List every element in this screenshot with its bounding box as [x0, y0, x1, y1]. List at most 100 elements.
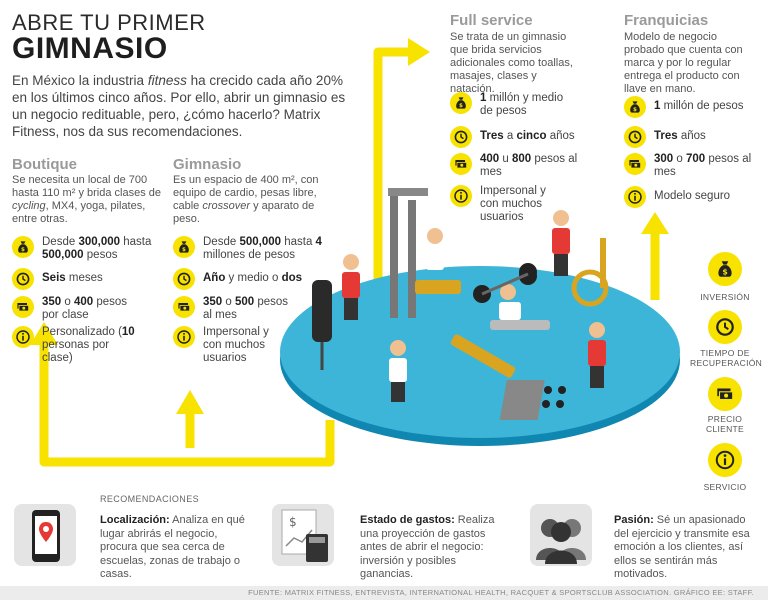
legend-recovery-label: TIEMPO DE RECUPERACIÓN: [690, 348, 763, 368]
t: millón y medio de pesos: [480, 92, 564, 117]
boutique-price-text: 350 o 400 pesos por clase: [42, 296, 142, 322]
boutique-recovery-text: Seis meses: [42, 268, 103, 285]
t: dos: [281, 272, 303, 284]
desc-part: , MX4, yoga, pilates, entre otras.: [12, 200, 146, 225]
t: pesos al mes: [480, 153, 578, 178]
boutique-title: Boutique: [12, 156, 77, 173]
source-footer: FUENTE: MATRIX FITNESS, ENTREVISTA, INTE…: [0, 586, 768, 600]
boutique-description: Se necesita un local de 700 hasta 110 m²…: [12, 174, 162, 226]
money-bag-icon: [12, 236, 34, 258]
recommendation-passion: Pasión: Sé un apasionado del ejercicio y…: [614, 514, 762, 582]
t: 300: [654, 153, 674, 165]
money-icon: [173, 296, 195, 318]
t: hasta: [281, 236, 316, 248]
page-title-line1: ABRE TU PRIMER: [12, 10, 206, 35]
recommendations-title: RECOMENDACIONES: [100, 494, 200, 504]
t: pesos al mes: [654, 153, 752, 178]
t: pesos por clase: [42, 296, 128, 321]
t: Desde: [203, 236, 240, 248]
desc-part: Se necesita un local de 700 hasta 110 m²…: [12, 174, 161, 199]
t: 500: [234, 296, 255, 308]
page-title-line2: GIMNASIO: [12, 32, 168, 65]
info-icon: [173, 326, 195, 348]
franquicias-service: Modelo seguro: [624, 186, 730, 208]
franquicias-title: Franquicias: [624, 12, 709, 29]
t: o: [61, 296, 74, 308]
t: 350: [203, 296, 223, 308]
t: 700: [685, 153, 706, 165]
boutique-investment-text: Desde 300,000 hasta 500,000 pesos: [42, 236, 162, 262]
info-icon: [624, 186, 646, 208]
money-icon: [12, 296, 34, 318]
legend-service-label: SERVICIO: [703, 482, 747, 492]
intro-part: En México la industria: [12, 73, 148, 88]
t: 400: [480, 153, 500, 165]
t: Sé un apasionado del ejercicio y transmi…: [614, 514, 750, 580]
gimnasio-investment-text: Desde 500,000 hasta 4 millones de pesos: [203, 236, 323, 262]
t: hasta: [120, 236, 152, 248]
t: 1: [480, 92, 487, 104]
full-service-description: Se trata de un gimnasio que brida servic…: [450, 31, 573, 95]
boutique-service: Personalizado (10 personas por clase): [12, 326, 142, 365]
t: o: [673, 153, 686, 165]
full-service-service-text: Impersonal y con muchos usuarios: [480, 185, 546, 223]
full-service-investment: 1 millón y medio de pesos: [450, 92, 570, 118]
boutique-price: 350 o 400 pesos por clase: [12, 296, 142, 322]
info-icon: [450, 185, 472, 207]
money-bag-icon: [173, 236, 195, 258]
money-bag-icon: [450, 92, 472, 114]
gimnasio-service-text: Impersonal y con muchos usuarios: [203, 326, 269, 364]
money-bag-icon: [624, 96, 646, 118]
t: 400: [73, 296, 94, 308]
franquicias-service-text: Modelo seguro: [654, 190, 731, 202]
full-service-service: Impersonal y con muchos usuarios: [450, 185, 560, 224]
full-service-investment-text: 1 millón y medio de pesos: [480, 92, 570, 118]
t: Seis: [42, 272, 66, 284]
gimnasio-service: Impersonal y con muchos usuarios: [173, 326, 283, 365]
clock-icon: [624, 126, 646, 148]
franquicias-investment: 1 millón de pesos: [624, 96, 744, 118]
t: Realiza una proyección de gastos antes d…: [360, 514, 495, 580]
t: Analiza en qué lugar abrirás el negocio,…: [100, 514, 245, 580]
gimnasio-description: Es un espacio de 400 m², con equipo de c…: [173, 174, 335, 226]
t: años: [677, 130, 706, 142]
t: 800: [511, 153, 532, 165]
franquicias-price: 300 o 700 pesos al mes: [624, 153, 754, 179]
t: millón de pesos: [660, 100, 744, 112]
intro-part: ha crecido cada año 20% en los últimos c…: [12, 73, 346, 139]
t: pesos al mes: [203, 296, 289, 321]
t: años: [546, 130, 575, 142]
desc-part: Es un espacio de 400 m², con equipo de c…: [173, 174, 319, 212]
boutique-investment: Desde 300,000 hasta 500,000 pesos: [12, 236, 162, 262]
t: pesos: [83, 249, 118, 261]
gimnasio-investment: Desde 500,000 hasta 4 millones de pesos: [173, 236, 323, 262]
boutique-service-text: Personalizado (10 personas por clase): [42, 326, 142, 365]
recommendation-expenses: Estado de gastos: Realiza una proyección…: [360, 514, 510, 582]
gimnasio-title: Gimnasio: [173, 156, 242, 173]
t: o: [222, 296, 235, 308]
t: 500,000: [42, 249, 84, 261]
legend-investment-icon: [708, 252, 742, 286]
t: a: [503, 130, 517, 142]
svg-text:$: $: [289, 515, 297, 529]
money-icon: [450, 153, 472, 175]
t: personas por clase): [42, 339, 110, 364]
franquicias-investment-text: 1 millón de pesos: [654, 96, 744, 113]
legend-money-icon: [708, 377, 742, 411]
legend-info-icon: [708, 443, 742, 477]
clock-icon: [450, 126, 472, 148]
calculator-icon: $: [272, 504, 334, 566]
recommendation-location: Localización: Analiza en qué lugar abrir…: [100, 514, 250, 582]
gimnasio-price-text: 350 o 500 pesos al mes: [203, 296, 293, 322]
t: Estado de gastos:: [360, 514, 455, 526]
t: cinco: [516, 130, 547, 142]
t: 10: [121, 326, 135, 338]
t: Localización:: [100, 514, 170, 526]
clock-icon: [12, 268, 34, 290]
intro-text: En México la industria fitness ha crecid…: [12, 72, 352, 140]
clock-icon: [173, 268, 195, 290]
legend-clock-icon: [708, 310, 742, 344]
franquicias-recovery-text: Tres años: [654, 126, 706, 143]
t: y medio o: [225, 272, 282, 284]
